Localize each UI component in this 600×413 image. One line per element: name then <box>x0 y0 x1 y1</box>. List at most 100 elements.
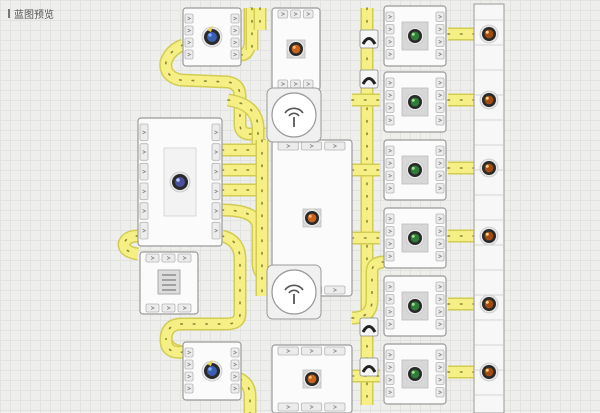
assembler-machine[interactable] <box>271 344 353 413</box>
port-arrow <box>182 256 187 260</box>
icon-highlight <box>411 98 415 102</box>
machine-port <box>139 221 149 240</box>
machine-port <box>277 346 299 356</box>
belt-layer <box>117 7 475 413</box>
title-marker <box>8 9 10 18</box>
port-arrow <box>286 349 291 353</box>
icon-highlight <box>485 232 489 236</box>
icon-core <box>207 366 217 376</box>
machine-port <box>211 202 221 220</box>
icon-core <box>410 31 420 41</box>
belt-corner-connector[interactable] <box>359 317 379 337</box>
port-arrow <box>233 350 238 355</box>
storage-machine[interactable] <box>139 251 199 315</box>
smelter-machine[interactable] <box>383 139 447 201</box>
belt-surface <box>351 257 385 323</box>
belt-corner-connector[interactable] <box>359 357 379 377</box>
green-ore-icon <box>405 160 425 180</box>
yellow-flag-icon <box>207 360 213 366</box>
port-arrow <box>281 82 286 86</box>
machine-port <box>435 102 445 113</box>
smelter-machine[interactable] <box>383 275 447 337</box>
port-arrow <box>388 105 393 110</box>
port-arrow <box>306 12 311 16</box>
machine-port <box>435 24 445 35</box>
refiner-machine[interactable] <box>182 341 242 401</box>
splitter-node[interactable] <box>266 87 322 143</box>
assembler-machine[interactable] <box>271 7 321 91</box>
machine-port <box>435 374 445 385</box>
port-arrow <box>388 241 393 246</box>
conveyor-belt[interactable] <box>351 255 385 325</box>
rich-ore-icon <box>479 362 499 382</box>
port-arrow <box>388 80 393 85</box>
port-arrow <box>187 40 192 45</box>
port-arrow <box>438 365 443 370</box>
splitter-dial <box>271 92 317 138</box>
icon-core <box>410 165 420 175</box>
port-arrow <box>438 297 443 302</box>
machine-port <box>435 213 445 224</box>
connector-curve <box>361 77 377 85</box>
belt-arrow-markers <box>165 339 184 354</box>
green-ore-icon <box>405 228 425 248</box>
port-arrow <box>438 14 443 19</box>
conveyor-belt[interactable] <box>117 229 140 261</box>
machine-port <box>300 346 323 356</box>
belt-corner-connector[interactable] <box>359 29 379 49</box>
machine-port <box>435 11 445 22</box>
port-arrow <box>438 390 443 395</box>
port-arrow <box>438 284 443 289</box>
smelter-machine[interactable] <box>383 5 447 67</box>
conveyor-belt[interactable] <box>226 93 269 157</box>
smelter-machine[interactable] <box>383 207 447 269</box>
machine-port <box>302 79 314 89</box>
port-arrow <box>333 405 338 409</box>
port-arrow <box>388 118 393 123</box>
port-arrow <box>438 254 443 259</box>
machine-port <box>184 37 194 48</box>
port-arrow <box>166 306 171 310</box>
output-rail[interactable] <box>473 3 505 413</box>
connector-curve <box>361 365 377 373</box>
connector-curve <box>361 37 377 45</box>
machine-port <box>184 359 194 370</box>
machine-port <box>435 226 445 237</box>
machine-port <box>385 238 395 249</box>
machine-port <box>385 11 395 22</box>
machine-port <box>385 102 395 113</box>
port-arrow <box>233 28 238 33</box>
machine-port <box>435 238 445 249</box>
icon-core <box>484 367 494 377</box>
machine-port <box>385 158 395 169</box>
conveyor-belt[interactable] <box>159 339 184 359</box>
port-arrow <box>233 16 238 21</box>
port-arrow <box>286 405 291 409</box>
port-arrow <box>214 209 219 213</box>
port-arrow <box>388 297 393 302</box>
hub-machine[interactable] <box>137 117 223 247</box>
antenna-icon <box>284 107 304 114</box>
machine-port <box>435 183 445 194</box>
icon-core <box>410 97 420 107</box>
refiner-machine[interactable] <box>182 7 242 67</box>
machine-port <box>161 253 176 263</box>
machine-port <box>385 49 395 60</box>
connector-curve <box>361 325 377 333</box>
port-arrow <box>388 365 393 370</box>
green-ore-icon <box>405 364 425 384</box>
conveyor-belt[interactable] <box>159 38 267 141</box>
port-arrow <box>187 362 192 367</box>
smelter-machine[interactable] <box>383 71 447 133</box>
machine-port <box>139 202 149 220</box>
splitter-node[interactable] <box>266 264 322 320</box>
port-arrow <box>388 352 393 357</box>
port-arrow <box>388 284 393 289</box>
machine-port <box>277 402 299 412</box>
smelter-machine[interactable] <box>383 343 447 405</box>
port-arrow <box>142 209 147 213</box>
machine-port <box>277 141 299 151</box>
belt-corner-connector[interactable] <box>359 69 379 89</box>
crystal-icon <box>169 171 191 193</box>
